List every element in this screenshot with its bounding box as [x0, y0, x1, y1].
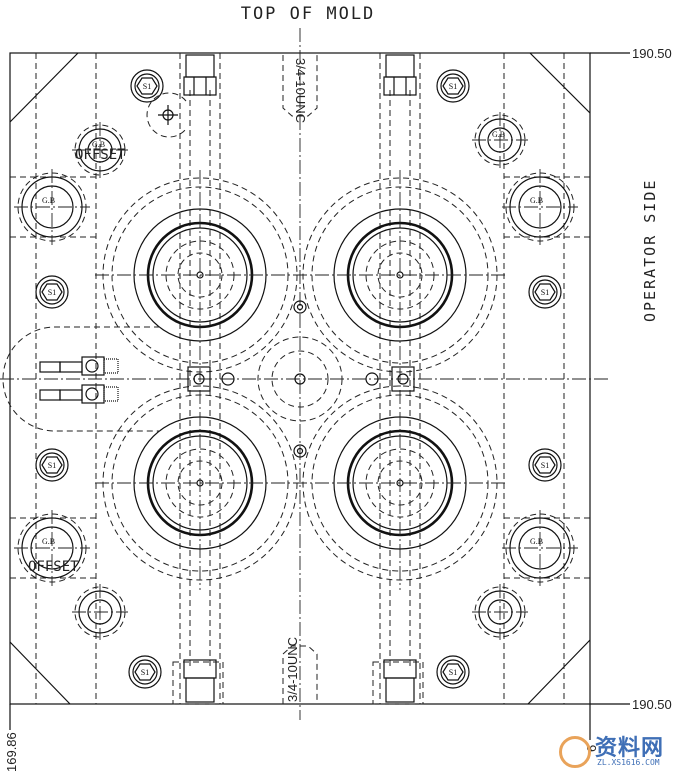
hose-connector-group [2, 326, 160, 432]
locating-pin [146, 92, 187, 138]
offset-label-bottom: OFFSET [28, 559, 79, 575]
screw-s1: S1 [528, 275, 562, 309]
svg-text:3/4-10UNC: 3/4-10UNC [285, 637, 300, 702]
water-fitting-top-right [383, 54, 417, 96]
svg-text:G.B: G.B [530, 196, 543, 205]
svg-text:G.B: G.B [530, 537, 543, 546]
water-fitting-top-left [183, 54, 217, 96]
watermark-logo-icon [559, 736, 591, 768]
screw-s1: S1 [528, 448, 562, 482]
watermark-text: 资料网 [595, 736, 665, 761]
screw-s1: S1 [436, 69, 470, 103]
screw-s1: S1 [436, 655, 470, 689]
svg-text:S1: S1 [541, 288, 549, 297]
thread-callout-top: 3/4-10UNC [282, 55, 318, 123]
svg-text:S1: S1 [48, 461, 56, 470]
corner-chamfer-bl [9, 641, 71, 705]
svg-text:S1: S1 [48, 288, 56, 297]
corner-chamfer-tl [9, 52, 79, 123]
svg-text:G.B: G.B [92, 140, 105, 149]
corner-chamfer-tr [529, 52, 591, 114]
svg-text:G.B: G.B [42, 196, 55, 205]
dimension-bottom-right: 190.50 [632, 697, 672, 712]
screw-s1: S1 [130, 69, 164, 103]
drawing-title: TOP OF MOLD [241, 4, 376, 24]
dimension-top-right: 190.50 [632, 46, 672, 61]
cooling-channels [179, 53, 421, 704]
svg-text:S1: S1 [449, 668, 457, 677]
watermark: 资料网 ZL.XS1616.COM [557, 730, 677, 774]
screw-s1: S1 [128, 655, 162, 689]
water-fitting-bottom-left [172, 659, 224, 705]
svg-text:S1: S1 [541, 461, 549, 470]
dimension-bottom-right-vertical: 6 [584, 745, 599, 752]
offset-label-top: OFFSET [75, 147, 126, 163]
guide-bushings: G.B G.B G.B G.B G.B G.B [14, 112, 578, 640]
svg-text:S1: S1 [141, 668, 149, 677]
svg-text:G.B: G.B [492, 130, 505, 139]
sprue-bushing [187, 300, 415, 458]
thread-callout-bottom: 3/4-10UNC [282, 637, 318, 704]
screw-s1: S1 [35, 275, 69, 309]
screw-s1: S1 [35, 448, 69, 482]
watermark-url: ZL.XS1616.COM [597, 758, 660, 767]
dimension-lines: 190.50 190.50 169.86 6 [4, 46, 672, 772]
svg-text:S1: S1 [143, 82, 151, 91]
dimension-bottom-left: 169.86 [4, 732, 19, 772]
operator-side-label: OPERATOR SIDE [641, 179, 659, 322]
water-fitting-bottom-right [372, 659, 424, 705]
svg-text:G.B: G.B [42, 537, 55, 546]
corner-chamfer-br [527, 639, 591, 705]
svg-text:S1: S1 [449, 82, 457, 91]
screw-markers: S1 S1 S1 S1 S1 S1 S1 S1 [35, 69, 562, 689]
svg-text:3/4-10UNC: 3/4-10UNC [293, 58, 308, 123]
